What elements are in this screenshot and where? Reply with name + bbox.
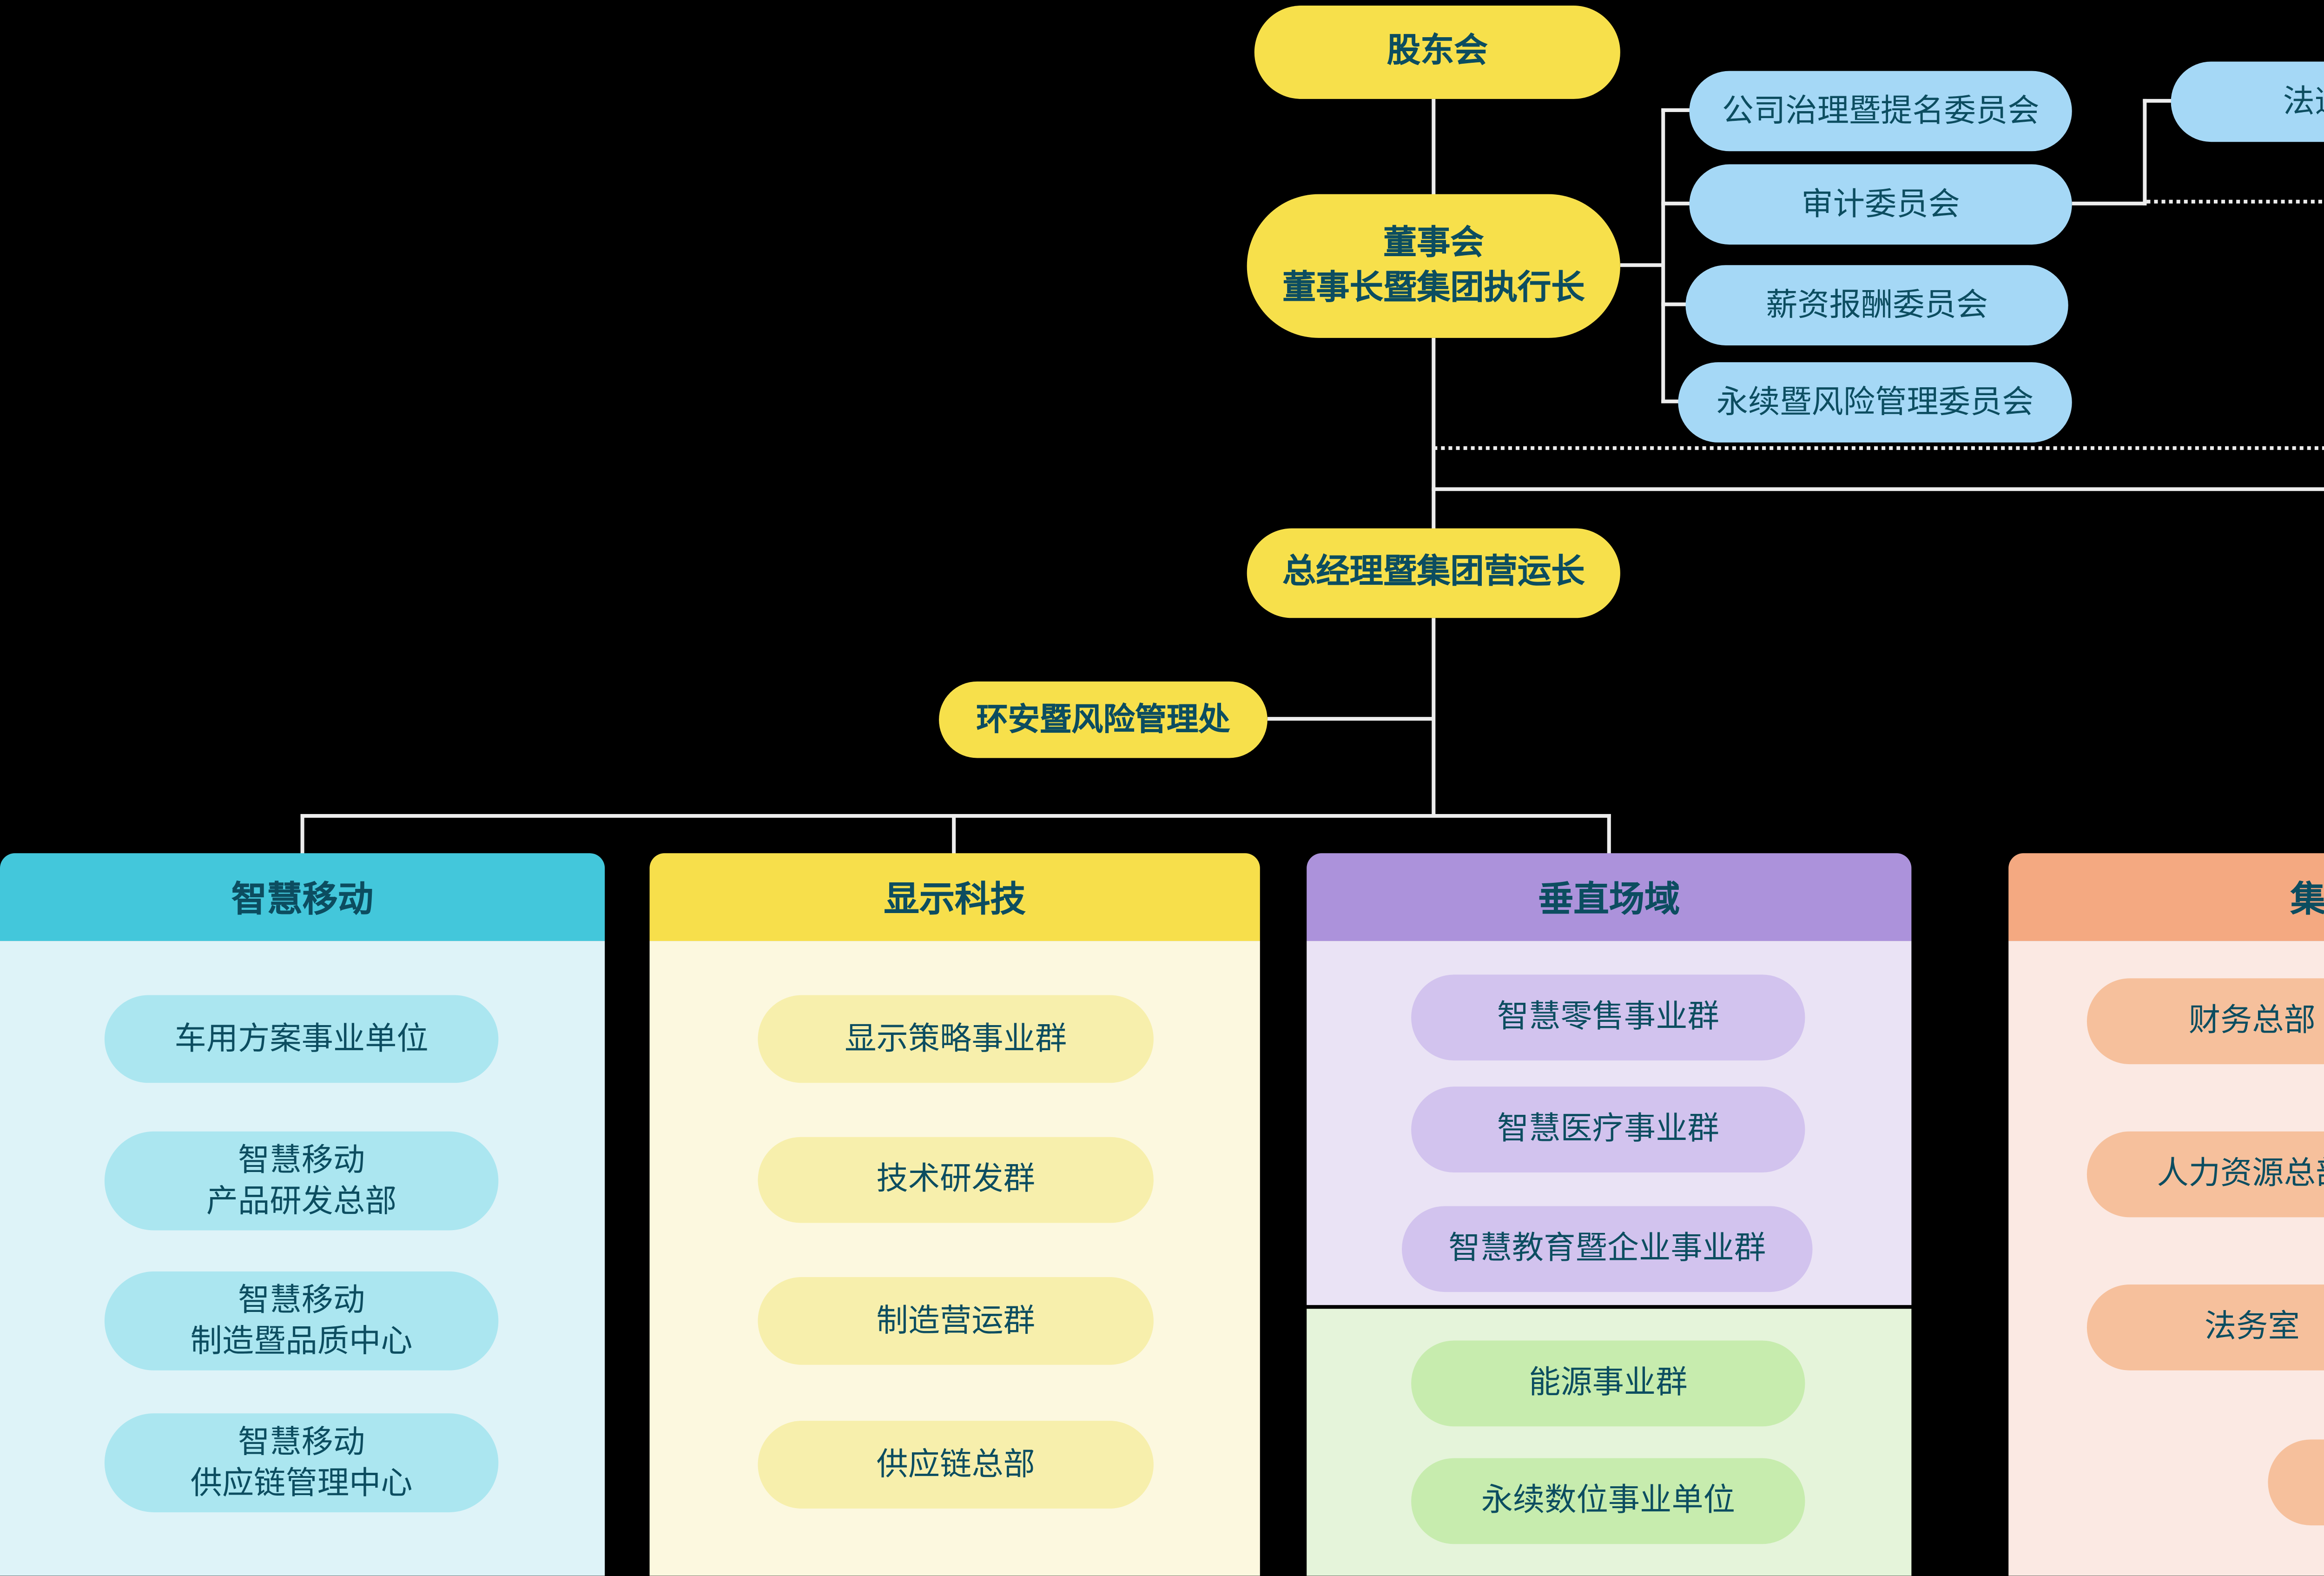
unit-smart-education-enterprise-group: 智慧教育暨企业事业群	[1402, 1206, 1813, 1292]
division-title: 垂直场域	[1538, 881, 1680, 920]
unit-label: 智慧移动	[238, 1142, 365, 1178]
node-committee-audit: 审计委员会	[1689, 164, 2072, 245]
unit-label: 智慧教育暨企业事业群	[1448, 1231, 1766, 1266]
division-title: 显示科技	[884, 881, 1026, 920]
unit-label: 供应链管理中心	[190, 1464, 413, 1500]
committee-label: 永续暨风险管理委员会	[1716, 384, 2034, 420]
dotted-compliance-horizontal	[1433, 446, 2324, 450]
node-committee-compensation: 薪资报酬委员会	[1685, 265, 2068, 345]
unit-label: 智慧零售事业群	[1497, 999, 1719, 1035]
unit-label: 供应链总部	[876, 1446, 1035, 1482]
unit-label: 永续数位事业单位	[1481, 1483, 1735, 1518]
committee-label: 审计委员会	[1801, 186, 1960, 222]
unit-label: 智慧医疗事业群	[1497, 1111, 1719, 1147]
node-chief-compliance-counsel: 法遵总顾问	[2171, 61, 2324, 142]
connector-divisions-bar	[300, 814, 1611, 818]
division-title: 智慧移动	[231, 881, 374, 920]
connector-audit-compliance-h	[2072, 201, 2147, 205]
unit-sm-manufacturing-quality: 智慧移动 制造暨品质中心	[104, 1271, 499, 1371]
unit-label: 法务室	[2204, 1309, 2300, 1345]
unit-manufacturing-ops-group: 制造营运群	[758, 1277, 1154, 1365]
connector-board-committees	[1620, 263, 1664, 267]
unit-label: 制造暨品质中心	[190, 1323, 413, 1358]
unit-label: 车用方案事业单位	[174, 1020, 429, 1056]
node-committee-governance-nomination: 公司治理暨提名委员会	[1689, 71, 2072, 152]
unit-smart-healthcare-group: 智慧医疗事业群	[1411, 1086, 1805, 1173]
unit-technology-rd-group: 技术研发群	[758, 1137, 1154, 1223]
unit-label: 技术研发群	[876, 1161, 1035, 1197]
unit-label: 财务总部	[2188, 1003, 2316, 1039]
unit-smart-retail-group: 智慧零售事业群	[1411, 974, 1805, 1061]
connector-drop-smart-mobility	[300, 814, 304, 855]
node-coo: 总经理暨集团营运长	[1247, 528, 1620, 618]
connector-ehs	[1267, 717, 1434, 721]
node-coo-label: 总经理暨集团营运长	[1282, 553, 1585, 591]
division-header-smart-mobility: 智慧移动	[0, 853, 605, 941]
connector-drop-display-tech	[952, 814, 956, 855]
node-ehs-label: 环安暨风险管理处	[976, 701, 1230, 737]
unit-label: 产品研发总部	[206, 1183, 397, 1218]
unit-human-resources-hq: 人力资源总部	[2086, 1131, 2324, 1218]
connector-committee-trunk	[1661, 108, 1665, 404]
connector-audit-compliance-v	[2143, 99, 2147, 205]
unit-sm-product-rd-hq: 智慧移动 产品研发总部	[104, 1131, 499, 1231]
unit-label: 人力资源总部	[2157, 1156, 2324, 1192]
division-header-group-support: 集团营运支援单位	[2008, 853, 2324, 941]
unit-label: 智慧移动	[238, 1424, 365, 1460]
node-committee-sustainability-risk: 永续暨风险管理委员会	[1678, 362, 2072, 443]
unit-energy-group: 能源事业群	[1411, 1340, 1805, 1427]
node-board: 董事会 董事长暨集团执行长	[1247, 194, 1620, 338]
node-shareholders-label: 股东会	[1386, 33, 1488, 70]
unit-automotive-solutions: 车用方案事业单位	[104, 995, 499, 1083]
connector-committee-stub-2	[1661, 201, 1691, 205]
connector-board-coo	[1432, 338, 1436, 530]
unit-sm-supply-chain: 智慧移动 供应链管理中心	[104, 1413, 499, 1512]
unit-label: 显示策略事业群	[845, 1020, 1067, 1056]
connector-compliance-stub	[2143, 99, 2173, 103]
node-ehs-risk-office: 环安暨风险管理处	[939, 681, 1268, 758]
unit-finance-hq: 财务总部	[2086, 978, 2324, 1065]
unit-supply-chain-hq: 供应链总部	[758, 1421, 1154, 1509]
division-header-display-tech: 显示科技	[649, 853, 1260, 941]
compliance-label: 法遵总顾问	[2283, 83, 2324, 119]
node-shareholders: 股东会	[1254, 6, 1620, 99]
dotted-audit-committee-right	[2146, 199, 2324, 204]
connector-committee-stub-1	[1661, 108, 1691, 112]
connector-committee-stub-4	[1661, 399, 1680, 404]
connector-shareholders-board	[1432, 99, 1436, 196]
connector-coo-support-h	[1432, 487, 2324, 491]
committee-label: 薪资报酬委员会	[1766, 286, 1988, 323]
unit-sustainable-digital-unit: 永续数位事业单位	[1411, 1458, 1805, 1544]
division-title: 集团营运支援单位	[2290, 881, 2324, 920]
unit-label: 制造营运群	[876, 1302, 1035, 1338]
committee-label: 公司治理暨提名委员会	[1722, 93, 2040, 128]
unit-display-strategy-group: 显示策略事业群	[758, 995, 1154, 1083]
node-board-line1: 董事会	[1383, 225, 1484, 263]
unit-label: 智慧移动	[238, 1282, 365, 1318]
connector-drop-vertical-domains	[1607, 814, 1611, 855]
division-header-vertical-domains: 垂直场域	[1307, 853, 1912, 941]
unit-label: 能源事业群	[1529, 1365, 1688, 1401]
connector-coo-divisions	[1432, 618, 1436, 816]
connector-committee-stub-3	[1661, 302, 1688, 306]
node-board-line2: 董事长暨集团执行长	[1282, 268, 1585, 305]
unit-legal-office: 法务室	[2086, 1285, 2324, 1371]
